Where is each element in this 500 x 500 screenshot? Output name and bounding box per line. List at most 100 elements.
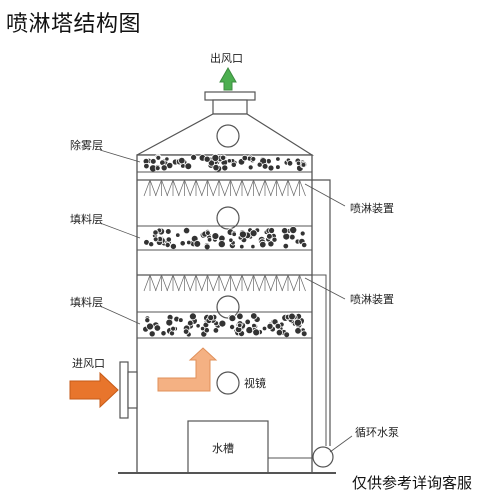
media-ball [271, 236, 278, 243]
spray-jet [235, 179, 243, 197]
media-ball [150, 158, 157, 165]
media-ball [266, 233, 273, 240]
media-ball [144, 317, 151, 324]
media-ball [170, 325, 177, 332]
spray-jet [212, 179, 220, 197]
packing-media-1 [143, 225, 308, 251]
label-outlet: 出风口 [210, 51, 243, 65]
media-ball [148, 330, 156, 338]
media-ball [247, 164, 254, 171]
label-spray-1: 喷淋装置 [350, 202, 394, 215]
spray-jet [241, 179, 249, 197]
spray-jet [247, 274, 254, 292]
spray-jet [253, 274, 260, 292]
media-ball [193, 240, 202, 248]
media-ball [188, 312, 197, 321]
label-packing-2: 填料层 [70, 295, 103, 309]
leader-packing-1 [99, 222, 141, 239]
circulation-pipe-inner [312, 274, 327, 446]
media-ball [301, 241, 308, 249]
media-ball [241, 154, 248, 162]
media-ball [275, 328, 283, 337]
spray-jet [212, 274, 220, 292]
media-ball [155, 154, 162, 161]
media-ball [160, 164, 168, 172]
spray-jet [195, 179, 203, 197]
media-ball [249, 229, 258, 238]
media-ball [183, 227, 191, 235]
media-ball [220, 154, 227, 161]
outlet-arrow [219, 66, 237, 91]
spray-jet [166, 179, 174, 197]
media-ball [164, 241, 171, 248]
media-ball [250, 312, 258, 320]
spray-jet [143, 179, 151, 197]
spray-jet [270, 274, 277, 292]
media-ball [218, 319, 227, 328]
media-ball [187, 319, 194, 327]
label-sight-glass: 视镜 [244, 376, 266, 390]
spray-jet [230, 274, 237, 292]
spray-jet [172, 274, 180, 292]
media-ball [228, 237, 234, 243]
spray-jet [258, 179, 266, 197]
spray-jet [189, 179, 197, 197]
media-ball [236, 322, 243, 328]
media-ball [293, 318, 302, 327]
media-ball [228, 314, 237, 323]
media-ball [165, 318, 174, 327]
media-ball [153, 324, 162, 332]
media-ball [164, 156, 170, 162]
spray-jet [161, 274, 168, 292]
media-ball [178, 317, 184, 323]
media-ball [229, 323, 236, 330]
body-porthole-1 [216, 206, 240, 230]
media-ball [267, 240, 275, 248]
media-ball [230, 161, 237, 168]
media-ball [195, 323, 201, 329]
spray-jet [287, 274, 295, 292]
label-demister: 除雾层 [70, 138, 103, 152]
media-ball [207, 314, 215, 322]
demister-media [142, 153, 308, 173]
spray-jet [207, 179, 214, 197]
spray-jet [149, 274, 157, 292]
sight-glass-window [216, 371, 240, 395]
media-ball [274, 322, 282, 330]
media-ball [217, 240, 226, 249]
spray-jet [189, 274, 197, 292]
media-ball [178, 156, 186, 165]
media-ball [203, 243, 211, 251]
spray-jet [299, 179, 306, 197]
label-inlet: 进风口 [72, 357, 105, 370]
body-porthole-2 [216, 295, 240, 319]
inlet-arrow [69, 371, 119, 409]
spray-jet [264, 179, 272, 197]
media-ball [203, 155, 211, 163]
media-ball [152, 236, 159, 243]
spray-jet [218, 274, 226, 292]
media-ball [143, 162, 150, 170]
spray-jet [172, 179, 180, 197]
media-ball [261, 325, 268, 332]
leader-demister [99, 149, 141, 163]
label-spray-2: 喷淋装置 [350, 293, 394, 306]
spray-jet [184, 274, 191, 292]
media-ball [282, 242, 289, 250]
media-ball [300, 162, 307, 168]
outlet-neck [212, 99, 248, 115]
media-ball [226, 158, 232, 164]
media-ball [283, 331, 291, 339]
media-ball [175, 232, 181, 238]
media-ball [281, 227, 289, 235]
media-ball [238, 230, 247, 239]
media-ball [212, 164, 220, 172]
leader-packing-2 [99, 305, 141, 325]
media-ball [211, 153, 220, 162]
media-ball [152, 229, 159, 236]
media-ball [250, 244, 256, 250]
media-ball [236, 312, 244, 320]
spray-jet [293, 274, 300, 292]
spray-jet [195, 274, 203, 292]
